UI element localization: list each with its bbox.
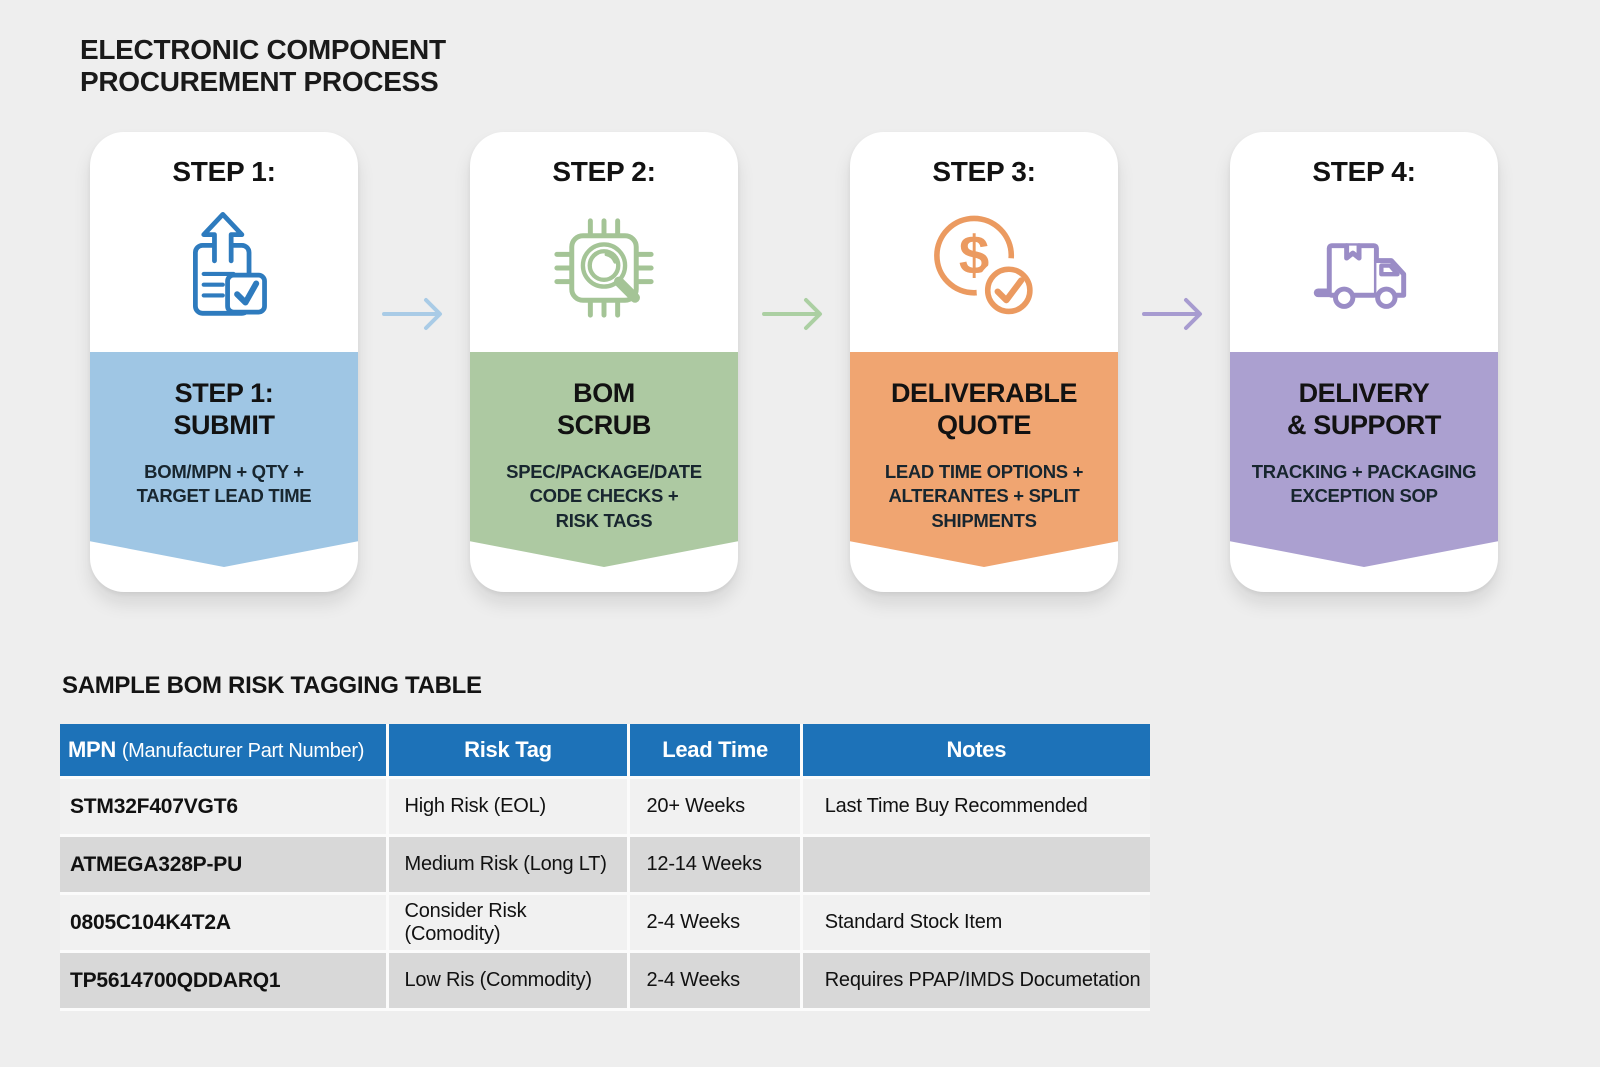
risk-tag-cell: Medium Risk (Long LT) bbox=[387, 835, 631, 895]
mpn-cell: STM32F407VGT6 bbox=[60, 777, 389, 837]
arrow-gap bbox=[1118, 132, 1230, 334]
arrow-gap bbox=[358, 132, 470, 334]
step-card-3: STEP 3: $ DELIVERABLE QUOTE LEAD TIME OP… bbox=[850, 132, 1118, 592]
page-title: ELECTRONIC COMPONENT PROCUREMENT PROCESS bbox=[80, 34, 446, 98]
process-steps: STEP 1: STEP 1: SUBMIT BOM bbox=[90, 132, 1498, 592]
arrow-right-icon bbox=[382, 298, 442, 330]
chip-magnifier-icon bbox=[542, 200, 666, 336]
upload-document-icon bbox=[164, 200, 284, 336]
notes-cell: Standard Stock Item bbox=[801, 893, 1150, 953]
step-banner: DELIVERY & SUPPORT TRACKING + PACKAGING … bbox=[1230, 352, 1498, 567]
step-header: STEP 2: bbox=[552, 156, 656, 187]
step-header: STEP 3: bbox=[932, 156, 1036, 187]
step-banner: BOM SCRUB SPEC/PACKAGE/DATE CODE CHECKS … bbox=[470, 352, 738, 567]
notes-cell: Last Time Buy Recommended bbox=[801, 777, 1150, 837]
table-row: 0805C104K4T2A Consider Risk (Comodity) 2… bbox=[60, 893, 1150, 953]
step-card-4: STEP 4: DELIVERY & SUPPORT TRACKING + P bbox=[1230, 132, 1498, 592]
arrow-right-icon bbox=[762, 298, 822, 330]
column-header-risk-tag: Risk Tag bbox=[387, 724, 631, 779]
notes-cell bbox=[801, 835, 1150, 895]
step-description: SPEC/PACKAGE/DATE CODE CHECKS + RISK TAG… bbox=[506, 460, 702, 531]
arrow-gap bbox=[738, 132, 850, 334]
table-header-row: MPN (Manufacturer Part Number) Risk Tag … bbox=[60, 724, 1150, 779]
step-title: BOM SCRUB bbox=[556, 378, 651, 440]
mpn-cell: 0805C104K4T2A bbox=[60, 893, 389, 953]
arrow-right-icon bbox=[1142, 298, 1202, 330]
truck-icon bbox=[1302, 200, 1426, 336]
step-banner: STEP 1: SUBMIT BOM/MPN + QTY + TARGET LE… bbox=[90, 352, 358, 567]
lead-time-cell: 20+ Weeks bbox=[628, 777, 803, 837]
step-card-1: STEP 1: STEP 1: SUBMIT BOM bbox=[90, 132, 358, 592]
step-banner: DELIVERABLE QUOTE LEAD TIME OPTIONS + AL… bbox=[850, 352, 1118, 567]
step-title: DELIVERY & SUPPORT bbox=[1287, 378, 1441, 440]
notes-cell: Requires PPAP/IMDS Documetation bbox=[801, 951, 1150, 1011]
step-card-top: STEP 2: bbox=[470, 132, 738, 352]
mpn-cell: TP5614700QDDARQ1 bbox=[60, 951, 389, 1011]
lead-time-cell: 12-14 Weeks bbox=[628, 835, 803, 895]
risk-tag-cell: High Risk (EOL) bbox=[387, 777, 631, 837]
table-row: TP5614700QDDARQ1 Low Ris (Commodity) 2-4… bbox=[60, 951, 1150, 1011]
step-card-top: STEP 3: $ bbox=[850, 132, 1118, 352]
step-card-top: STEP 1: bbox=[90, 132, 358, 352]
step-description: TRACKING + PACKAGING EXCEPTION SOP bbox=[1251, 460, 1477, 507]
step-header: STEP 1: bbox=[172, 156, 276, 187]
step-card-top: STEP 4: bbox=[1230, 132, 1498, 352]
dollar-check-icon: $ bbox=[922, 200, 1046, 336]
table-row: ATMEGA328P-PU Medium Risk (Long LT) 12-1… bbox=[60, 835, 1150, 895]
bom-risk-table: MPN (Manufacturer Part Number) Risk Tag … bbox=[60, 724, 1150, 1011]
table-row: STM32F407VGT6 High Risk (EOL) 20+ Weeks … bbox=[60, 777, 1150, 837]
mpn-cell: ATMEGA328P-PU bbox=[60, 835, 389, 895]
lead-time-cell: 2-4 Weeks bbox=[628, 951, 803, 1011]
step-card-2: STEP 2: BOM SCRUB SPEC/PACKAGE/DATE CODE… bbox=[470, 132, 738, 592]
step-description: BOM/MPN + QTY + TARGET LEAD TIME bbox=[136, 460, 312, 507]
risk-tag-cell: Consider Risk (Comodity) bbox=[387, 893, 631, 953]
column-header-mpn: MPN (Manufacturer Part Number) bbox=[60, 724, 389, 779]
lead-time-cell: 2-4 Weeks bbox=[628, 893, 803, 953]
step-header: STEP 4: bbox=[1312, 156, 1416, 187]
step-title: DELIVERABLE QUOTE bbox=[890, 378, 1078, 440]
table-title: SAMPLE BOM RISK TAGGING TABLE bbox=[62, 672, 482, 699]
step-description: LEAD TIME OPTIONS + ALTERANTES + SPLIT S… bbox=[884, 460, 1084, 531]
column-header-lead-time: Lead Time bbox=[628, 724, 803, 779]
column-header-notes: Notes bbox=[801, 724, 1150, 779]
risk-tag-cell: Low Ris (Commodity) bbox=[387, 951, 631, 1011]
step-title: STEP 1: SUBMIT bbox=[173, 378, 275, 440]
